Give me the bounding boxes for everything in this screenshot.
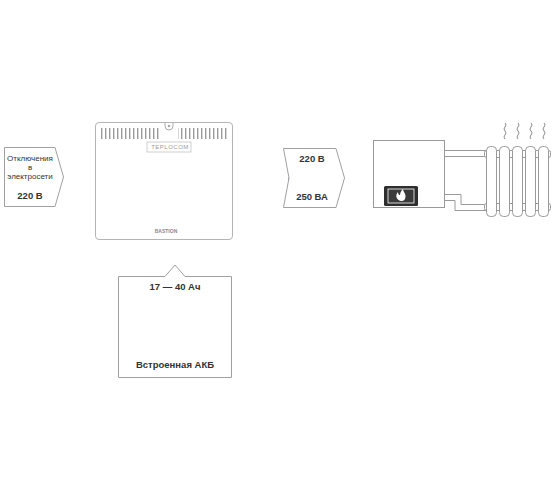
battery-callout: 17 — 40 Ач Встроенная АКБ	[118, 264, 232, 378]
heat-waves	[504, 123, 545, 139]
ups-housing: TEPLOCOM BASTION	[95, 122, 233, 240]
boiler	[374, 141, 445, 208]
brand-label: TEPLOCOM	[148, 144, 192, 151]
input-arrow-box: Отключения в электросети 220 В	[4, 147, 64, 207]
capacity-value: 17 — 40 Ач	[122, 282, 228, 293]
brand-label: BASTION	[146, 229, 186, 235]
ups-details	[101, 122, 228, 152]
pipes	[445, 151, 487, 211]
voltage-value: 220 В	[5, 191, 55, 202]
input-label: Отключения в электросети	[5, 154, 55, 182]
battery-label: Встроенная АКБ	[122, 360, 228, 371]
radiator	[485, 147, 551, 217]
power-value: 250 ВА	[289, 192, 335, 203]
output-arrow-box: 220 В 250 ВА	[283, 148, 345, 208]
voltage-value: 220 В	[289, 154, 335, 165]
